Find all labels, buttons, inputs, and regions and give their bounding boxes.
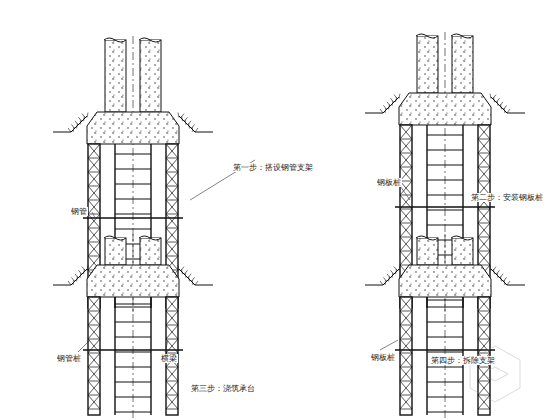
drawing-label: 钢板桩: [370, 353, 396, 362]
pile-cap-panel: [53, 36, 213, 312]
pile-cap-panel: [53, 234, 213, 419]
pile-cap-panel: [365, 234, 525, 419]
leader-line: [78, 340, 90, 352]
drawing-label: 第一步：搭设钢管支架: [232, 163, 314, 172]
drawing-label: 第四步：拆除支架: [430, 356, 496, 365]
drawing-label: 钢管桩: [56, 354, 82, 363]
drawing-label: 钢管: [70, 207, 88, 216]
watermark-logo: [470, 346, 520, 402]
drawing-label: 横梁: [160, 354, 178, 363]
drawing-label: 第三步：浇筑承台: [190, 384, 256, 393]
leader-line: [165, 340, 168, 352]
leader-line: [92, 212, 95, 218]
drawing-label: 钢板桩: [376, 178, 402, 187]
drawing-label: 第二步：安装钢板桩: [470, 193, 544, 202]
leader-line: [380, 340, 398, 350]
leader-line: [400, 186, 410, 200]
pile-cap-panel: [365, 32, 525, 312]
